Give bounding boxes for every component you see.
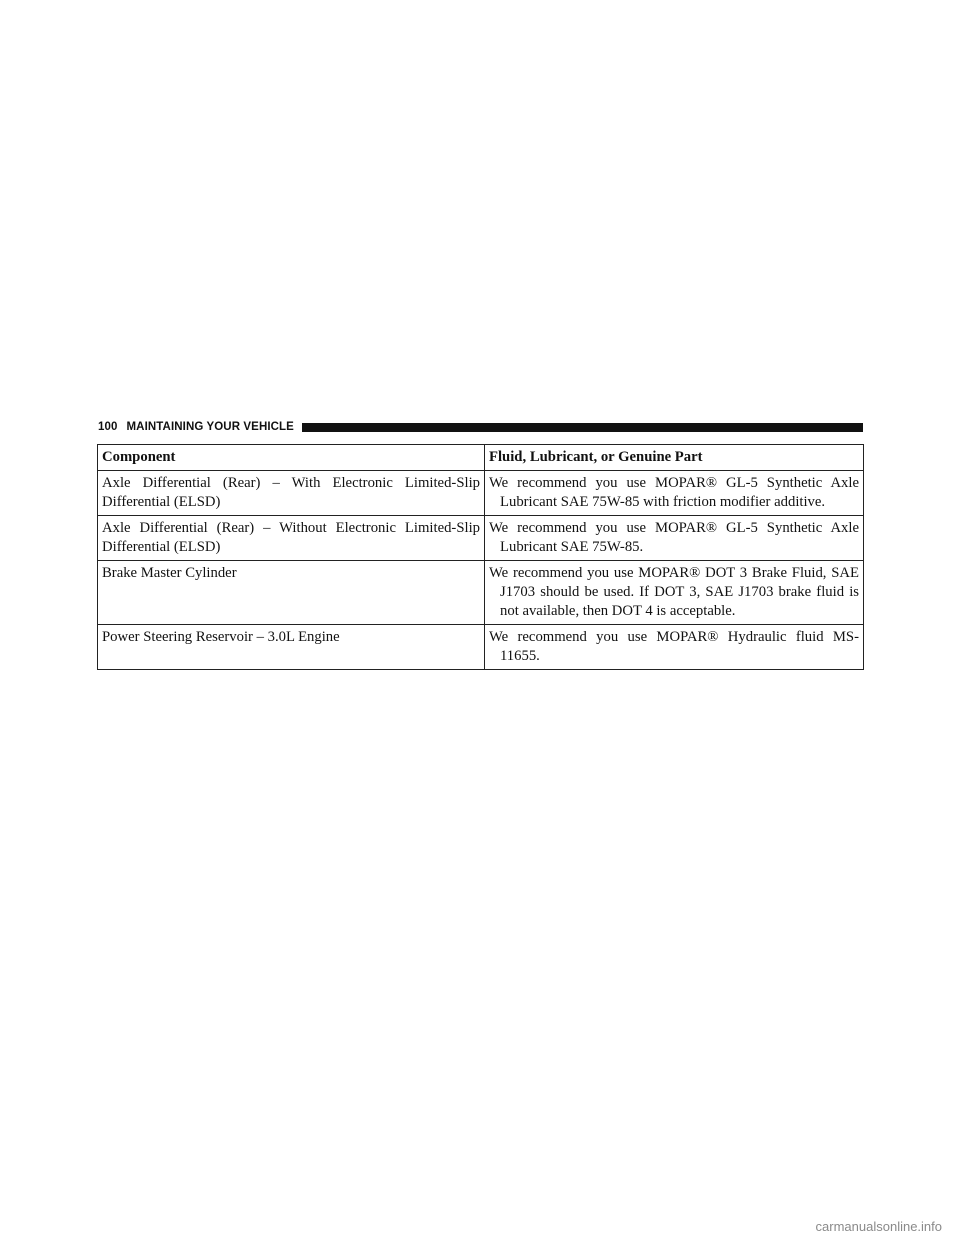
component-cell: Brake Master Cylinder <box>97 560 485 625</box>
fluid-cell: We recommend you use MOPAR® Hydraulic fl… <box>484 624 864 670</box>
header-rule <box>301 422 863 432</box>
fluid-text: We recommend you use MOPAR® DOT 3 Brake … <box>489 565 859 619</box>
table-row: Axle Differential (Rear) – With Electron… <box>97 470 864 516</box>
table-row: Axle Differential (Rear) – Without Elect… <box>97 515 864 561</box>
component-cell: Axle Differential (Rear) – Without Elect… <box>97 515 485 561</box>
fluid-cell: We recommend you use MOPAR® DOT 3 Brake … <box>484 560 864 625</box>
column-header-fluid: Fluid, Lubricant, or Genuine Part <box>484 444 864 471</box>
component-cell: Axle Differential (Rear) – With Electron… <box>97 470 485 516</box>
fluid-text: We recommend you use MOPAR® GL-5 Synthet… <box>489 520 859 555</box>
column-header-component: Component <box>97 444 485 471</box>
watermark-logo: carmanualsonline.info <box>815 1219 942 1234</box>
table-row: Brake Master Cylinder We recommend you u… <box>97 560 864 625</box>
page-number: 100 <box>98 421 118 433</box>
fluid-cell: We recommend you use MOPAR® GL-5 Synthet… <box>484 470 864 516</box>
fluid-text: We recommend you use MOPAR® Hydraulic fl… <box>489 629 859 664</box>
fluids-table: Component Fluid, Lubricant, or Genuine P… <box>97 444 864 670</box>
component-cell: Power Steering Reservoir – 3.0L Engine <box>97 624 485 670</box>
table-header-row: Component Fluid, Lubricant, or Genuine P… <box>97 444 864 471</box>
section-title: MAINTAINING YOUR VEHICLE <box>126 421 294 433</box>
table-row: Power Steering Reservoir – 3.0L Engine W… <box>97 624 864 670</box>
page-header: 100 MAINTAINING YOUR VEHICLE <box>98 419 863 435</box>
fluid-cell: We recommend you use MOPAR® GL-5 Synthet… <box>484 515 864 561</box>
fluid-text: We recommend you use MOPAR® GL-5 Synthet… <box>489 475 859 510</box>
